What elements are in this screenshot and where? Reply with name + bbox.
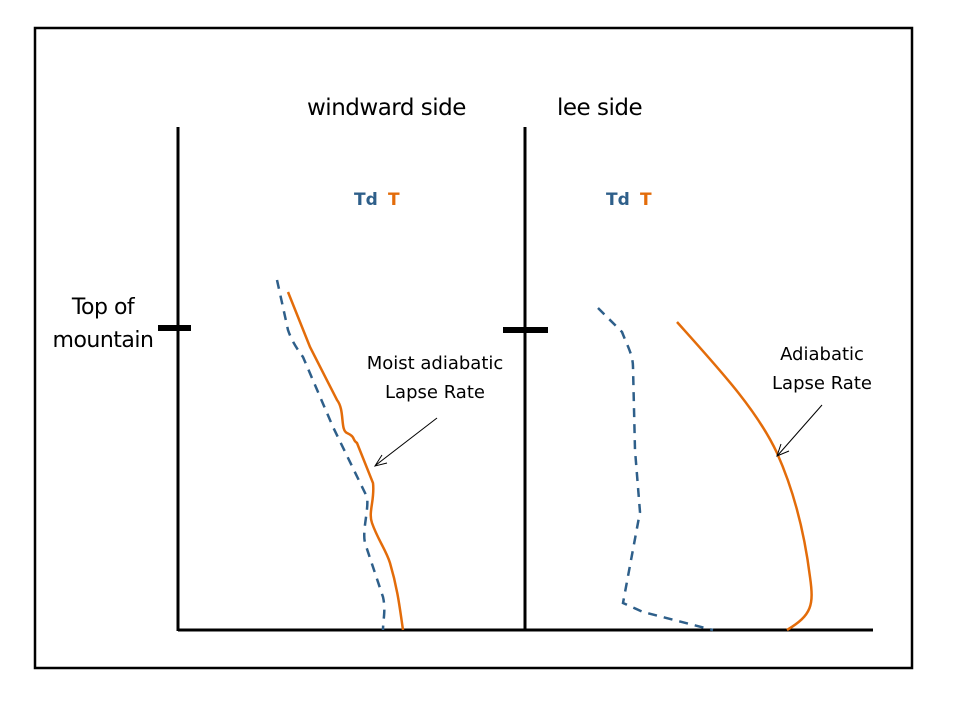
lee-annotation: Adiabatic Lapse Rate [752,340,892,398]
lee-arrowhead-icon [776,443,790,457]
lee-td-curve [597,307,714,632]
lee-side-title: lee side [557,95,643,121]
top-of-mountain-line1: Top of [71,295,135,320]
windward-t-curve [286,291,405,631]
windward-annotation-line1: Moist adiabatic [366,353,504,374]
top-of-mountain-line2: mountain [52,328,154,353]
windward-annotation-arrow [375,417,438,466]
windward-side-title: windward side [307,95,466,121]
lee-t-label: T [640,190,652,210]
top-of-mountain-label: Top of mountain [38,291,168,357]
lee-t-curve [676,321,813,632]
lee-annotation-arrow [777,404,823,456]
windward-arrowhead-icon [373,454,388,467]
windward-t-label: T [388,190,400,210]
frame-border [33,26,914,670]
lee-annotation-line2: Lapse Rate [772,373,872,394]
windward-annotation-line2: Lapse Rate [385,382,485,403]
windward-td-label: Td [354,190,378,210]
windward-td-curve [275,279,386,631]
lee-annotation-line1: Adiabatic [780,344,864,365]
lee-td-label: Td [606,190,630,210]
windward-annotation: Moist adiabatic Lapse Rate [350,349,520,407]
